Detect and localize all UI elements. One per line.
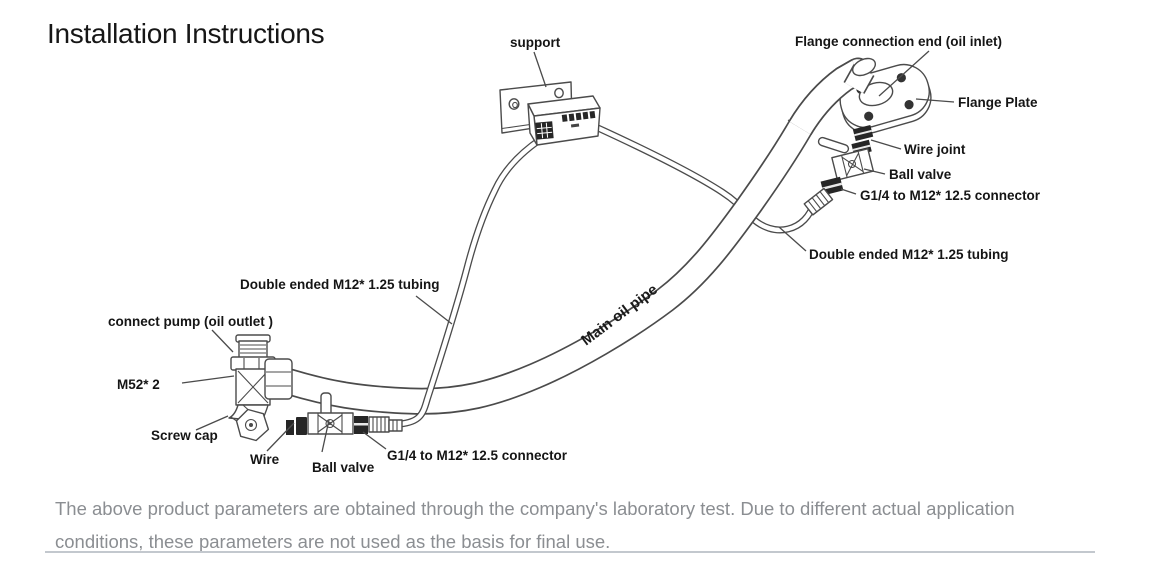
- label-flange-plate: Flange Plate: [958, 95, 1038, 110]
- label-tubing-left: Double ended M12* 1.25 tubing: [240, 277, 440, 292]
- label-wire-joint: Wire joint: [904, 142, 966, 157]
- page-title: Installation Instructions: [47, 18, 325, 49]
- leader-support: [533, 51, 547, 88]
- label-wire-bottom: Wire: [250, 452, 280, 467]
- box-port: [535, 121, 554, 140]
- tube-stub: [388, 419, 403, 432]
- leader-g14-bottom: [362, 431, 387, 450]
- valve-lever: [817, 136, 850, 154]
- flange-bolt: [864, 111, 874, 121]
- leader-connect-pump: [211, 329, 234, 353]
- leader-m52: [181, 375, 235, 384]
- label-m52: M52* 2: [117, 377, 160, 392]
- top-ball-valve: [831, 148, 875, 181]
- threaded-coupler: [368, 416, 390, 433]
- leader-flange-plate: [915, 98, 955, 103]
- top-fittings: [803, 124, 875, 216]
- flange-bolt: [896, 73, 906, 83]
- label-g14-top: G1/4 to M12* 12.5 connector: [860, 188, 1041, 203]
- leader-wire-joint: [870, 139, 902, 150]
- left-tubing: [399, 136, 543, 428]
- leader-flange-connection: [878, 50, 930, 97]
- label-g14-bottom: G1/4 to M12* 12.5 connector: [387, 448, 568, 463]
- pipe-end-cap: [851, 57, 877, 77]
- leader-g14-top: [840, 188, 857, 195]
- hex-nut: [264, 358, 293, 400]
- leader-lines: [181, 50, 955, 453]
- label-ball-valve-top: Ball valve: [889, 167, 952, 182]
- bracket-hole: [512, 101, 518, 109]
- box-vent-dots: [561, 110, 596, 122]
- leader-tubing-left: [415, 295, 453, 325]
- leader-ball-valve-top: [863, 168, 886, 175]
- footer-disclaimer: The above product parameters are obtaine…: [55, 492, 1015, 558]
- label-connect-pump: connect pump (oil outlet ): [108, 314, 273, 329]
- footer-line-2: conditions, these parameters are not use…: [55, 531, 611, 552]
- leader-ball-valve-bottom: [321, 419, 330, 453]
- label-screw-cap: Screw cap: [151, 428, 218, 443]
- footer-line-1: The above product parameters are obtaine…: [55, 498, 1015, 519]
- label-ball-valve-bottom: Ball valve: [312, 460, 375, 475]
- flange-plate: [788, 57, 932, 136]
- leader-tubing-right: [778, 226, 807, 252]
- label-tubing-right: Double ended M12* 1.25 tubing: [809, 247, 1009, 262]
- leader-wire-bottom: [266, 422, 295, 452]
- label-flange-connection: Flange connection end (oil inlet): [795, 34, 1002, 49]
- bottom-wire: [296, 417, 307, 435]
- top-threaded-stub: [803, 187, 834, 216]
- bracket-hole: [554, 87, 564, 99]
- bottom-divider: [45, 551, 1095, 553]
- support-box: [527, 95, 601, 146]
- flange-bolt: [904, 100, 914, 110]
- leader-screw-cap: [195, 415, 229, 431]
- box-mark: [570, 123, 580, 128]
- pump-tee-fitting: [228, 334, 293, 442]
- flange-collar: [858, 81, 894, 107]
- label-support: support: [510, 35, 561, 50]
